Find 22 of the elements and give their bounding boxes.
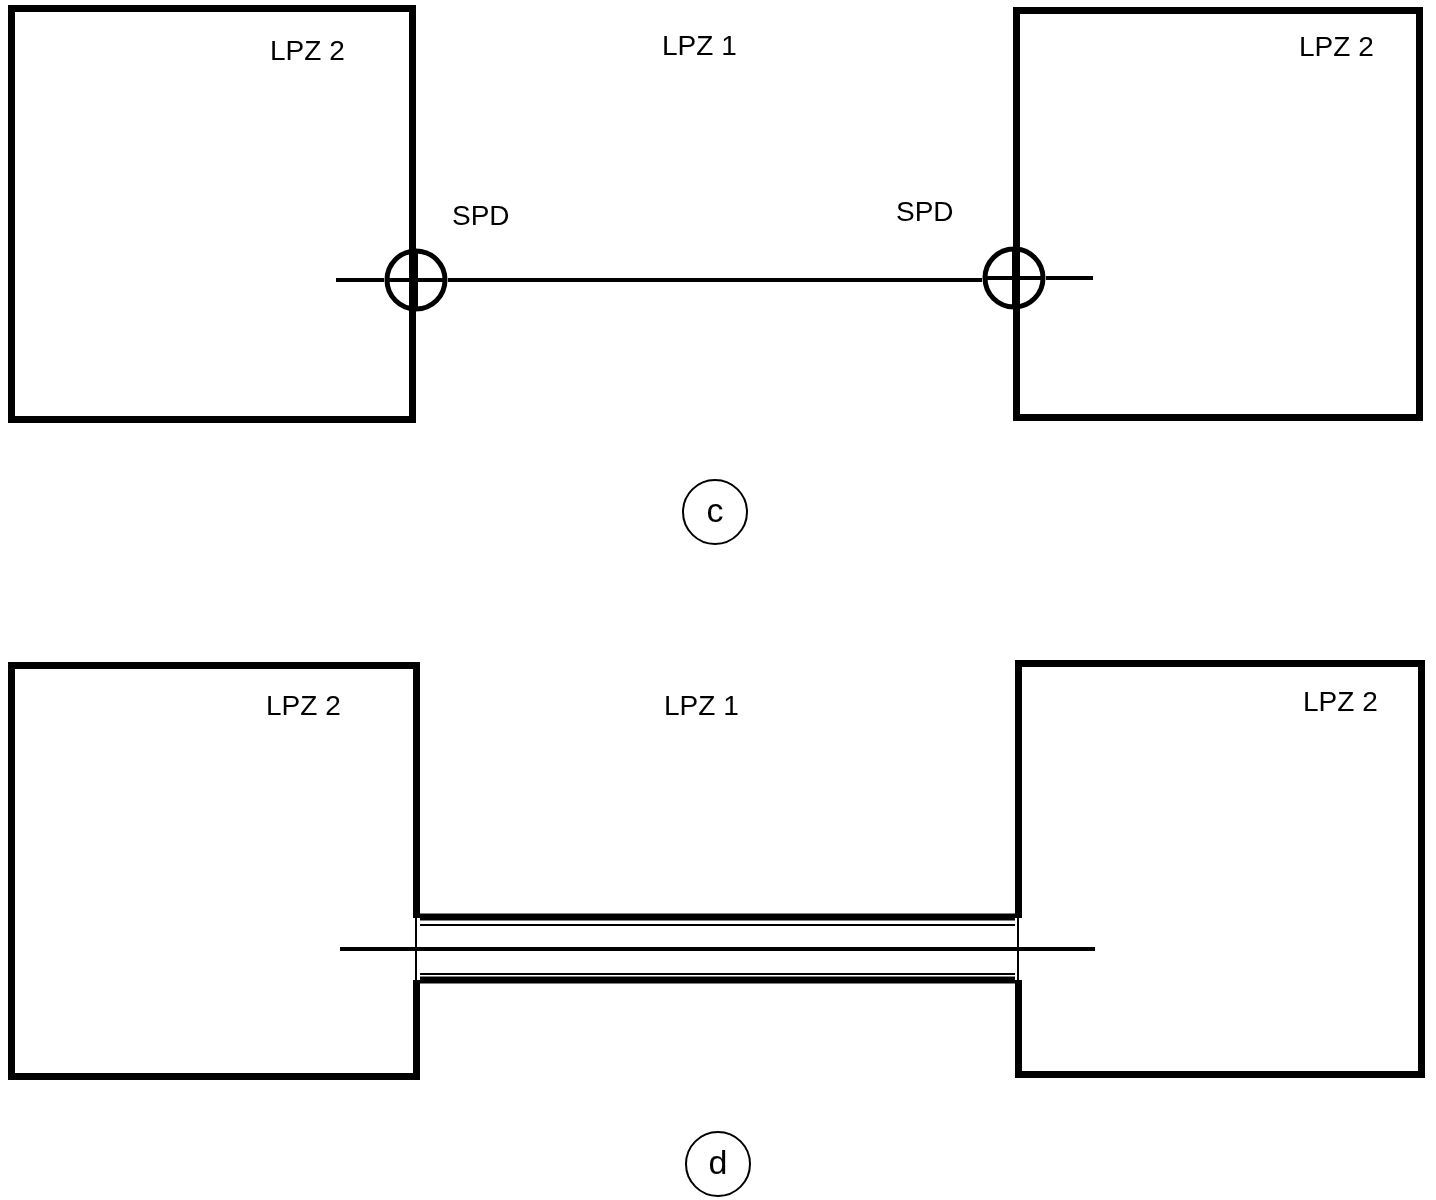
zone-box	[8, 5, 416, 423]
figure-letter: d	[708, 1145, 728, 1180]
cable-line	[336, 278, 384, 282]
zone-label: LPZ 2	[270, 37, 345, 65]
zone-box	[8, 662, 420, 1080]
zone-box	[1013, 7, 1423, 421]
cable-line	[448, 278, 982, 282]
zone-label: LPZ 2	[266, 692, 341, 720]
spd-label: SPD	[896, 198, 954, 226]
zone-label: LPZ 1	[664, 692, 739, 720]
spd-label: SPD	[452, 202, 510, 230]
spd-symbol	[384, 248, 448, 312]
figure-letter: c	[706, 493, 724, 528]
cable-line	[340, 947, 1095, 951]
zone-label: LPZ 2	[1303, 688, 1378, 716]
figure-letter-circle	[683, 1129, 753, 1199]
spd-symbol	[982, 246, 1046, 310]
zone-label: LPZ 1	[662, 32, 737, 60]
zone-box	[1015, 660, 1425, 1078]
zone-label: LPZ 2	[1299, 33, 1374, 61]
figure-letter-circle	[680, 477, 750, 547]
cable-line	[1046, 276, 1093, 280]
